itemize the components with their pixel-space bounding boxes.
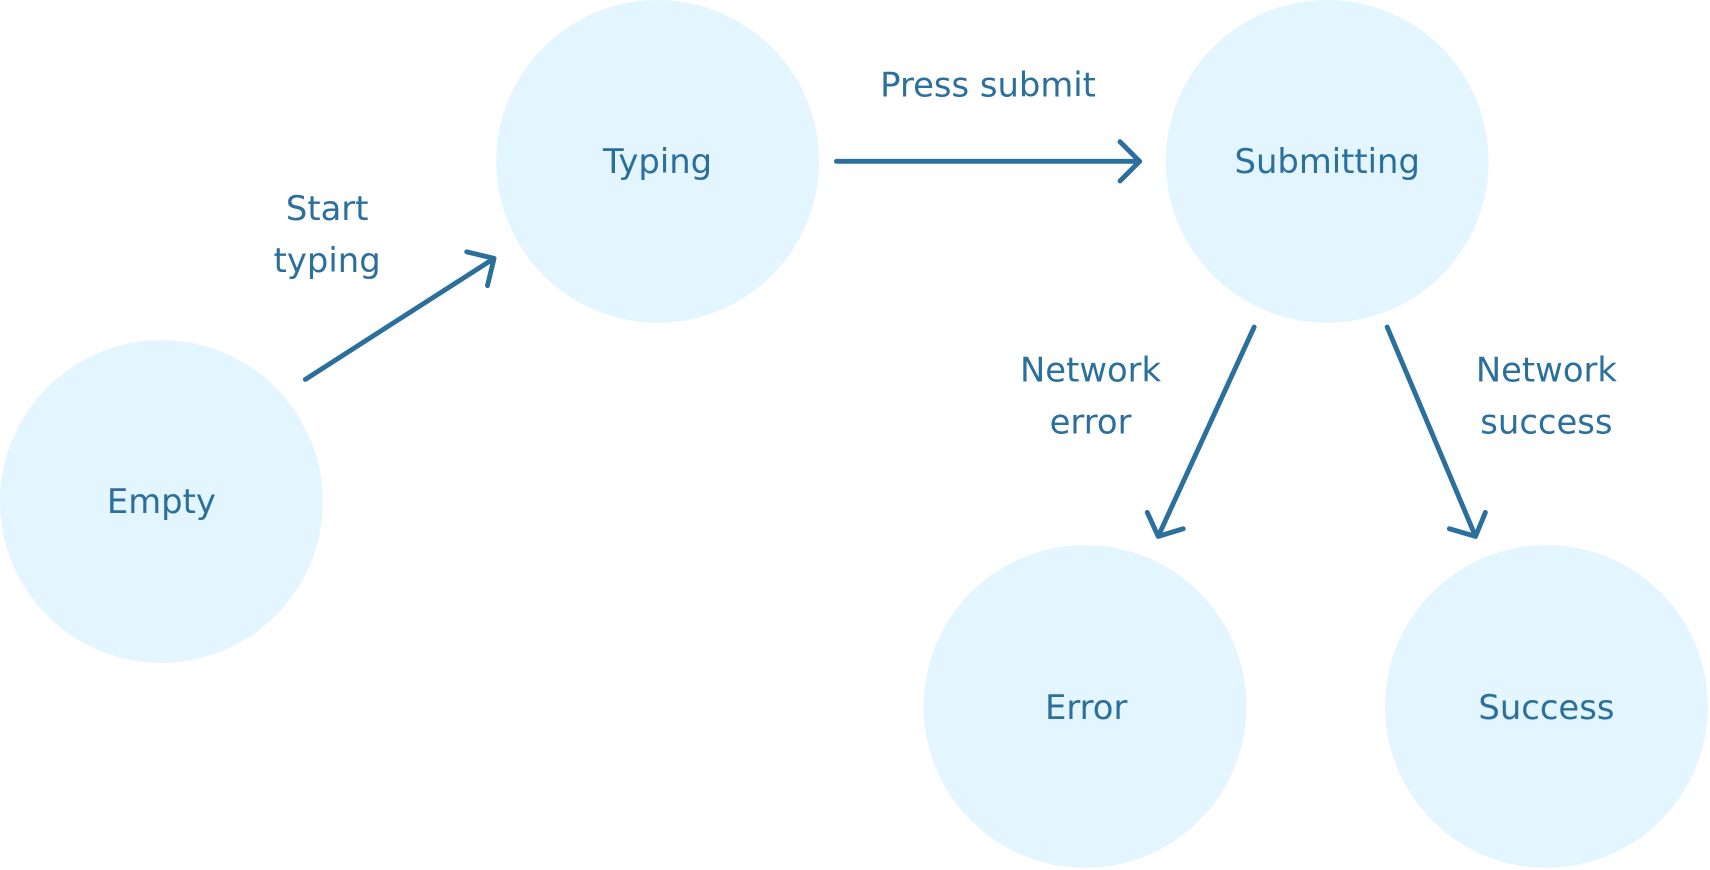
node-typing-label: Typing <box>602 142 712 181</box>
node-typing-circle <box>496 0 820 323</box>
node-submitting: Submitting <box>1165 0 1489 323</box>
node-success: Success <box>1385 545 1708 868</box>
node-empty-label: Empty <box>107 482 216 521</box>
edge-start-typing-label-line1: Start <box>286 189 369 228</box>
edge-start-typing: Start typing <box>274 189 497 382</box>
node-error-label: Error <box>1045 688 1127 727</box>
arrow-submitting-to-success <box>1384 324 1488 539</box>
edge-start-typing-label-line2: typing <box>274 241 381 280</box>
node-empty: Empty <box>0 340 323 663</box>
arrow-empty-to-typing <box>302 249 497 382</box>
edge-network-error: Network error <box>1020 324 1257 539</box>
node-submitting-circle <box>1165 0 1489 323</box>
arrow-submitting-to-error <box>1144 324 1257 539</box>
node-empty-circle <box>0 340 323 663</box>
arrow-typing-to-submitting <box>834 139 1143 184</box>
node-typing: Typing <box>496 0 820 323</box>
edge-press-submit-label: Press submit <box>880 66 1096 105</box>
edge-network-success-label-line2: success <box>1480 403 1612 442</box>
edge-network-error-label-line2: error <box>1050 403 1132 442</box>
edge-press-submit: Press submit <box>834 66 1143 184</box>
edge-network-success-label-line1: Network <box>1476 350 1618 389</box>
node-error-circle <box>923 545 1247 868</box>
edge-network-success: Network success <box>1384 324 1618 539</box>
node-error: Error <box>923 545 1247 868</box>
node-success-label: Success <box>1478 688 1614 727</box>
node-submitting-label: Submitting <box>1234 142 1419 181</box>
node-success-circle <box>1385 545 1708 868</box>
edge-network-error-label-line1: Network <box>1020 350 1162 389</box>
